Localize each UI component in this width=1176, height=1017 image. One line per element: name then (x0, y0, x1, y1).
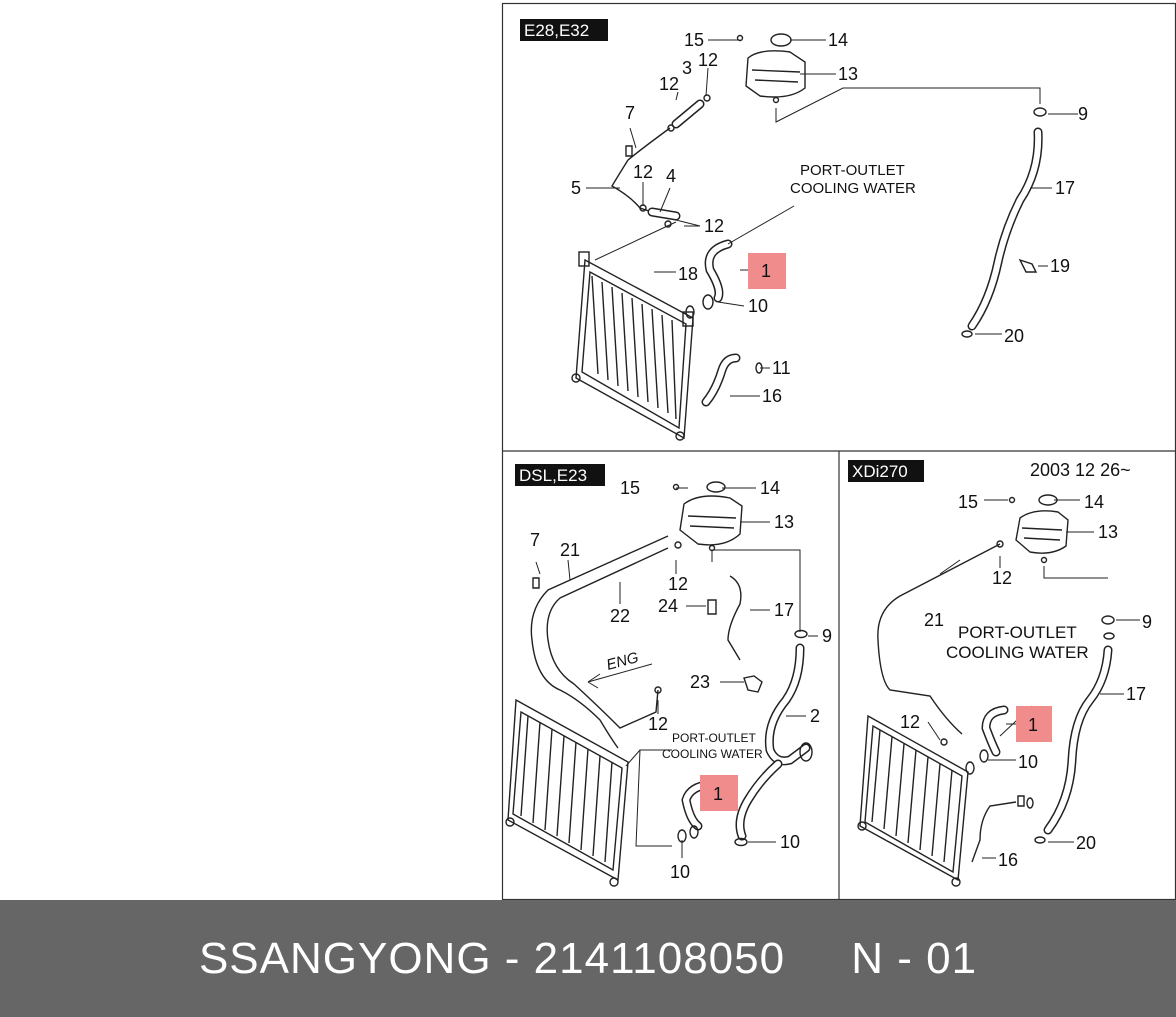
highlight-part-1 (1016, 706, 1052, 742)
port-outlet-note-line1: PORT-OUTLET (800, 162, 905, 179)
variant-tag-e28-e32: E28,E32 (524, 21, 589, 40)
callout-11: 11 (772, 358, 791, 378)
callout-12: 12 (900, 712, 920, 732)
callout-12: 12 (659, 74, 679, 94)
callout-13: 13 (774, 512, 794, 532)
callout-12: 12 (698, 50, 718, 70)
panel-bottom-left: DSL,E23 (505, 464, 832, 887)
callout-12: 12 (633, 162, 653, 182)
parts-diagram: E28,E32 (501, 2, 1176, 900)
callout-12: 12 (648, 714, 668, 734)
callout-14: 14 (760, 478, 780, 498)
variant-tag-bg (520, 19, 608, 41)
callout-17: 17 (774, 600, 794, 620)
callout-18: 18 (678, 264, 698, 284)
reservoir-tank (1008, 494, 1069, 564)
callout-4: 4 (666, 166, 676, 186)
callout-20: 20 (1004, 326, 1024, 346)
callout-15: 15 (684, 30, 704, 50)
callout-15: 15 (620, 478, 640, 498)
callout-5: 5 (571, 178, 581, 198)
callout-10: 10 (780, 832, 800, 852)
reservoir-tank (736, 33, 806, 104)
callout-15: 15 (958, 492, 978, 512)
radiator (571, 251, 694, 441)
callout-19: 19 (1050, 256, 1070, 276)
engine-label: ENG (605, 649, 641, 674)
callout-2: 2 (810, 706, 820, 726)
callout-12: 12 (992, 568, 1012, 588)
port-outlet-note-line1: PORT-OUTLET (958, 623, 1077, 642)
callout-13: 13 (1098, 522, 1118, 542)
callout-3: 3 (682, 58, 692, 78)
footer-part-label: SSANGYONG - 2141108050 N - 01 (198, 933, 978, 983)
callout-12: 12 (704, 216, 724, 236)
callout-17: 17 (1126, 684, 1146, 704)
callout-7: 7 (530, 530, 540, 550)
highlight-part-1 (748, 253, 786, 289)
callout-10: 10 (1018, 752, 1038, 772)
highlight-part-1 (700, 775, 738, 811)
panel-bottom-right: XDi270 2003 12 26~ (848, 460, 1152, 887)
port-outlet-note-line2: COOLING WATER (946, 643, 1089, 662)
variant-tag-bg (515, 464, 605, 486)
variant-tag-bg (848, 460, 924, 482)
callout-1: 1 (713, 784, 723, 804)
port-outlet-note-line2: COOLING WATER (790, 180, 916, 197)
callout-12: 12 (668, 574, 688, 594)
callout-21: 21 (560, 540, 580, 560)
callout-9: 9 (822, 626, 832, 646)
footer-bar: SSANGYONG - 2141108050 N - 01 (0, 900, 1176, 1017)
callout-21: 21 (924, 610, 944, 630)
callout-9: 9 (1078, 104, 1088, 124)
callout-7: 7 (625, 103, 635, 123)
callout-24: 24 (658, 596, 678, 616)
reservoir-tank (672, 481, 743, 552)
callout-14: 14 (828, 30, 848, 50)
date-note: 2003 12 26~ (1030, 460, 1131, 480)
callout-10: 10 (748, 296, 768, 316)
panel-top: E28,E32 (520, 19, 1088, 441)
callout-16: 16 (998, 850, 1018, 870)
callout-1: 1 (1028, 715, 1038, 735)
variant-tag-dsl-e23: DSL,E23 (519, 466, 587, 485)
port-outlet-note-line2: COOLING WATER (662, 747, 763, 761)
callout-9: 9 (1142, 612, 1152, 632)
callout-10: 10 (670, 862, 690, 882)
callout-23: 23 (690, 672, 710, 692)
callout-22: 22 (610, 606, 630, 626)
callout-1: 1 (761, 261, 771, 281)
callout-13: 13 (838, 64, 858, 84)
port-outlet-note-line1: PORT-OUTLET (672, 731, 756, 745)
callout-16: 16 (762, 386, 782, 406)
radiator (505, 698, 629, 887)
callout-14: 14 (1084, 492, 1104, 512)
radiator (857, 714, 969, 887)
callout-17: 17 (1055, 178, 1075, 198)
callout-20: 20 (1076, 833, 1096, 853)
variant-tag-xdi270: XDi270 (852, 462, 908, 481)
